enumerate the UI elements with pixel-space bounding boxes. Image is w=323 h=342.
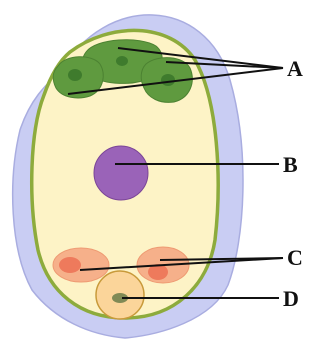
label-c: C <box>287 245 303 270</box>
central-nucleus <box>94 146 148 200</box>
antipodal-nucleus-right <box>161 74 175 86</box>
label-a: A <box>287 56 303 81</box>
synergid-nucleus-left <box>59 257 81 273</box>
antipodal-nucleus-left <box>68 69 82 81</box>
label-b: B <box>283 152 298 177</box>
antipodal-nucleus-top <box>116 56 128 66</box>
label-d: D <box>283 286 299 311</box>
